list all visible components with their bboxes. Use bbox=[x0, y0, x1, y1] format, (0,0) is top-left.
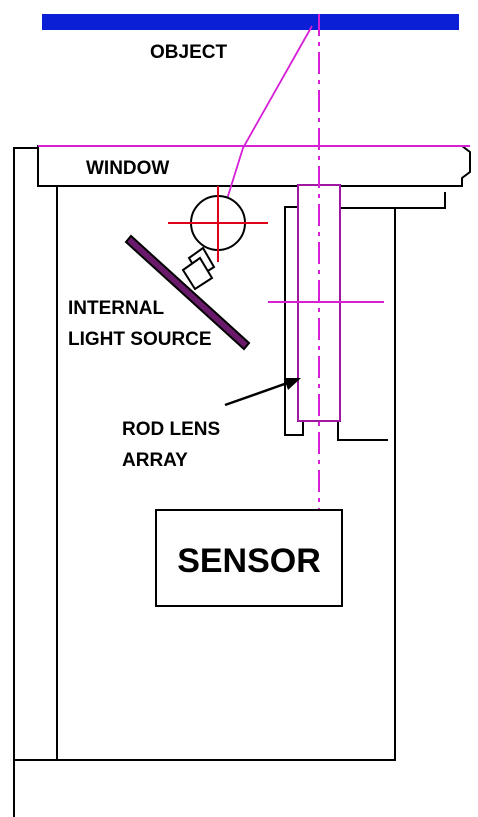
housing-step bbox=[339, 186, 446, 209]
object-bar bbox=[42, 14, 459, 30]
rod-lens-label-line1: ROD LENS bbox=[122, 419, 220, 440]
rod-lens-pointer bbox=[224, 379, 294, 407]
sensor-box bbox=[155, 509, 343, 607]
light-source-board bbox=[124, 234, 251, 351]
rod-lens-label-line2: ARRAY bbox=[122, 450, 188, 471]
rod-lens-pointer-arrowhead bbox=[284, 378, 301, 390]
light-source-label-line2: LIGHT SOURCE bbox=[68, 329, 212, 350]
sensor-label: SENSOR bbox=[177, 542, 321, 580]
object-label: OBJECT bbox=[150, 42, 227, 63]
light-source-label-line1: INTERNAL bbox=[68, 298, 164, 319]
light-source-emitter bbox=[181, 246, 216, 291]
window-label: WINDOW bbox=[86, 158, 169, 179]
housing bbox=[13, 147, 396, 817]
